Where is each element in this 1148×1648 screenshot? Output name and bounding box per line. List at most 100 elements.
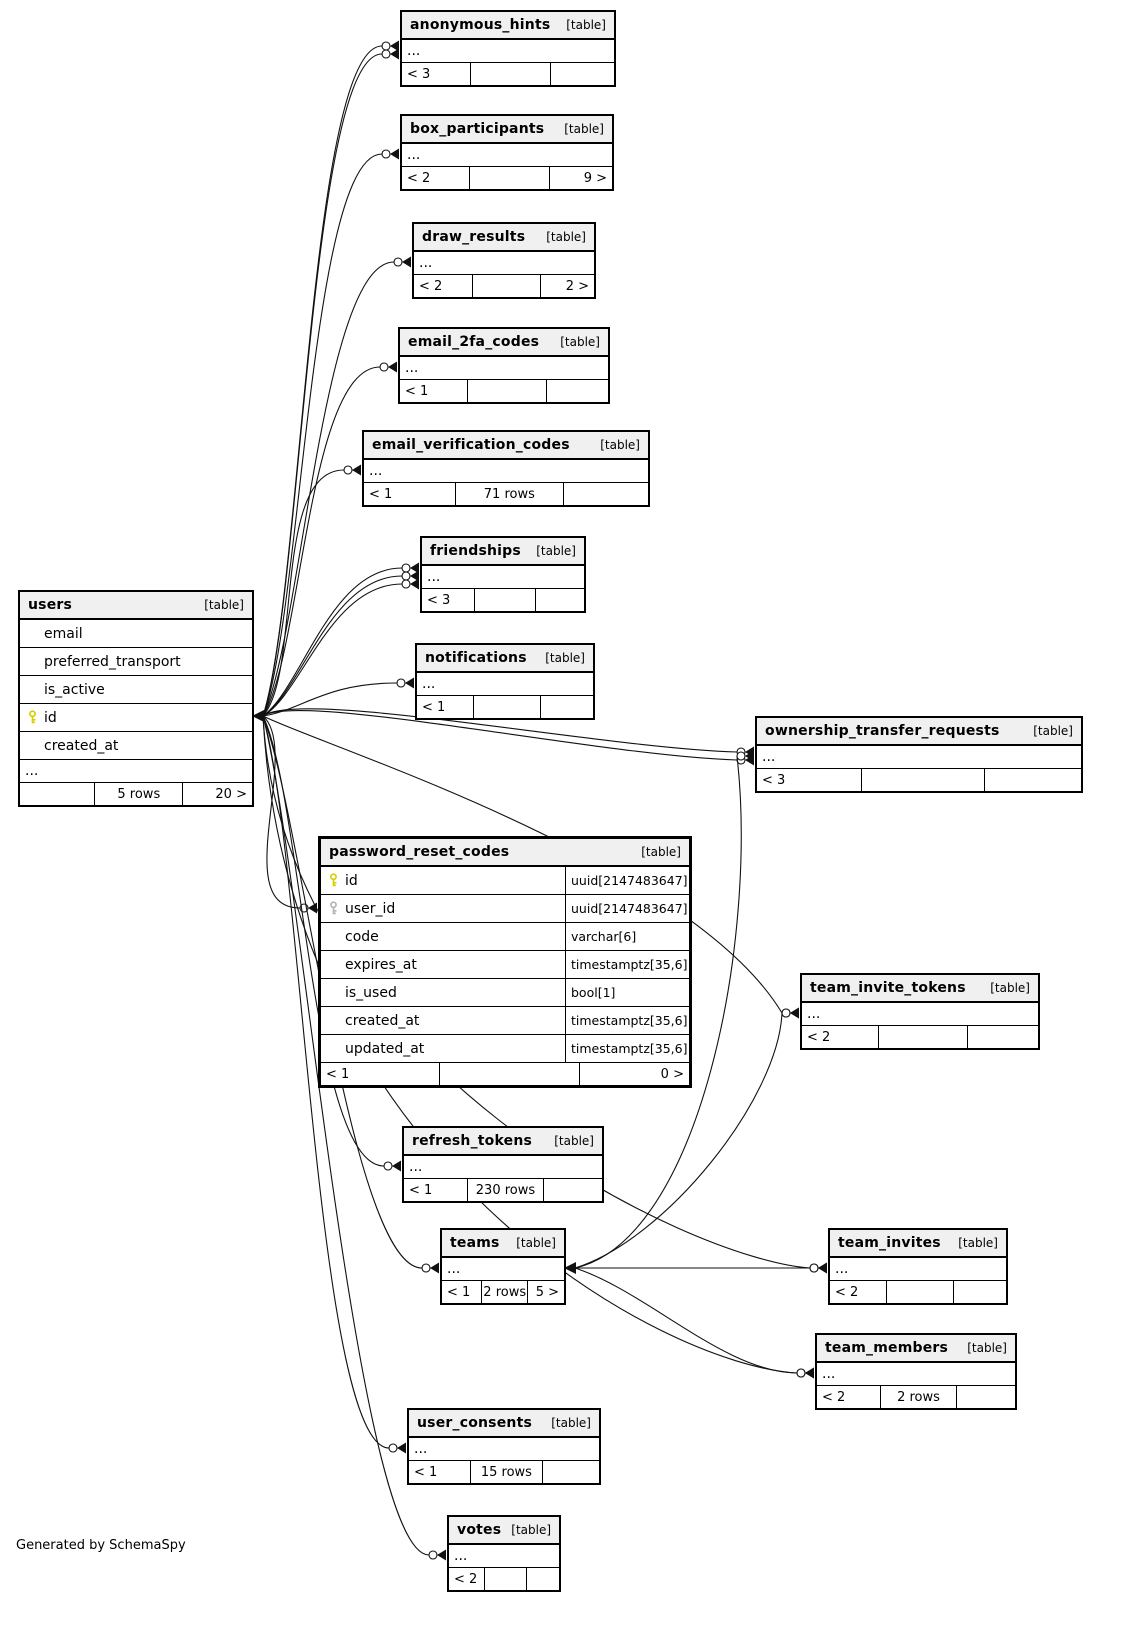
table-name[interactable]: box_participants	[410, 121, 545, 137]
footer-row-count	[473, 589, 536, 611]
footer-children: 20 >	[182, 783, 252, 805]
ellipsis-row: ...	[400, 357, 608, 380]
table-type-tag: [table]	[564, 122, 604, 136]
table-header: user_consents [table]	[409, 1410, 599, 1438]
column-name: updated_at	[345, 1040, 425, 1057]
column-name: email	[44, 625, 83, 642]
key-icon-spacer	[20, 620, 44, 647]
table-name[interactable]: users	[28, 597, 73, 613]
footer-parents: < 1	[409, 1182, 433, 1198]
table-email_2fa_codes[interactable]: email_2fa_codes[table]...< 1	[398, 327, 610, 404]
footer-row-count	[471, 275, 540, 297]
footer-row-count: 2 rows	[880, 1386, 955, 1408]
table-header: team_invites[table]	[830, 1230, 1006, 1258]
ellipsis-row: ...	[20, 760, 252, 783]
footer-parents: < 2	[454, 1571, 478, 1587]
table-team_invites[interactable]: team_invites[table]...< 2	[828, 1228, 1008, 1305]
footer-row-count	[473, 696, 540, 718]
column-name: expires_at	[345, 956, 417, 973]
table-ownership_transfer_requests[interactable]: ownership_transfer_requests[table]...< 3	[755, 716, 1083, 793]
table-type-tag: [table]	[967, 1341, 1007, 1355]
footer-row-count	[466, 380, 546, 402]
footer-parents: < 3	[762, 772, 786, 788]
column-type: bool[1]	[565, 979, 689, 1006]
key-icon-spacer	[321, 1007, 345, 1034]
table-footer: < 3	[422, 589, 584, 611]
primary-key-icon	[321, 867, 345, 894]
column-type: uuid[2147483647]	[565, 867, 689, 894]
column-type: timestamptz[35,6]	[565, 951, 689, 978]
table-votes[interactable]: votes[table]...< 2	[447, 1515, 561, 1592]
table-type-tag: [table]	[516, 1236, 556, 1250]
footer-row-count: 5 rows	[94, 783, 182, 805]
ellipsis-row: ...	[442, 1258, 564, 1281]
footer-parents: < 1	[326, 1066, 350, 1082]
footer-children	[983, 769, 1081, 791]
table-footer: < 2 2 rows	[817, 1386, 1015, 1408]
table-type-tag: [table]	[990, 981, 1030, 995]
ellipsis-row: ...	[402, 40, 614, 63]
footer-children: 9 >	[548, 167, 612, 189]
table-name[interactable]: email_verification_codes	[372, 437, 570, 453]
table-name[interactable]: friendships	[430, 543, 521, 559]
table-name[interactable]: user_consents	[417, 1415, 533, 1431]
primary-key-icon	[20, 704, 44, 731]
key-icon-spacer	[20, 732, 44, 759]
column-row-created_at: created_at	[20, 732, 252, 760]
table-type-tag: [table]	[551, 1416, 591, 1430]
footer-row-count	[469, 63, 551, 85]
footer-parents	[20, 783, 94, 805]
table-header: draw_results[table]	[414, 224, 594, 252]
table-name[interactable]: teams	[450, 1235, 500, 1251]
table-name[interactable]: team_members	[825, 1340, 949, 1356]
table-name[interactable]: refresh_tokens	[412, 1133, 533, 1149]
table-name[interactable]: draw_results	[422, 229, 526, 245]
ellipsis-row: ...	[802, 1003, 1038, 1026]
table-friendships[interactable]: friendships[table]...< 3	[420, 536, 586, 613]
table-notifications[interactable]: notifications[table]...< 1	[415, 643, 595, 720]
footer-parents: < 2	[419, 278, 443, 294]
column-row-expires_at: expires_at timestamptz[35,6]	[321, 951, 689, 979]
ellipsis-row: ...	[364, 460, 648, 483]
table-name[interactable]: team_invite_tokens	[810, 980, 966, 996]
table-footer: < 2	[830, 1281, 1006, 1303]
ellipsis-row: ...	[817, 1363, 1015, 1386]
table-anonymous_hints[interactable]: anonymous_hints[table]...< 3	[400, 10, 616, 87]
footer-children: 5 >	[527, 1281, 564, 1303]
table-name[interactable]: team_invites	[838, 1235, 941, 1251]
column-type: timestamptz[35,6]	[565, 1007, 689, 1034]
table-name[interactable]: ownership_transfer_requests	[765, 723, 1000, 739]
table-name[interactable]: notifications	[425, 650, 527, 666]
table-footer: < 1	[400, 380, 608, 402]
key-icon-spacer	[321, 979, 345, 1006]
table-team_invite_tokens[interactable]: team_invite_tokens [table]...< 2	[800, 973, 1040, 1050]
table-name[interactable]: password_reset_codes	[329, 844, 510, 860]
key-icon-spacer	[20, 676, 44, 703]
footer-parents: < 2	[822, 1389, 846, 1405]
column-name: is_active	[44, 681, 105, 698]
footer-children	[540, 696, 593, 718]
table-name[interactable]: anonymous_hints	[410, 17, 551, 33]
column-row-is_active: is_active	[20, 676, 252, 704]
column-row-id: id uuid[2147483647]	[321, 867, 689, 895]
table-name[interactable]: votes	[457, 1522, 502, 1538]
footer-parents: < 2	[407, 170, 431, 186]
footer-children	[550, 63, 614, 85]
table-name[interactable]: email_2fa_codes	[408, 334, 540, 350]
key-icon-spacer	[321, 923, 345, 950]
table-footer: < 2	[802, 1026, 1038, 1048]
footer-row-count: 15 rows	[469, 1461, 542, 1483]
table-team_members[interactable]: team_members [table]... < 2 2 rows	[815, 1333, 1017, 1410]
table-header: refresh_tokens[table]	[404, 1128, 602, 1156]
column-name: id	[345, 872, 358, 889]
